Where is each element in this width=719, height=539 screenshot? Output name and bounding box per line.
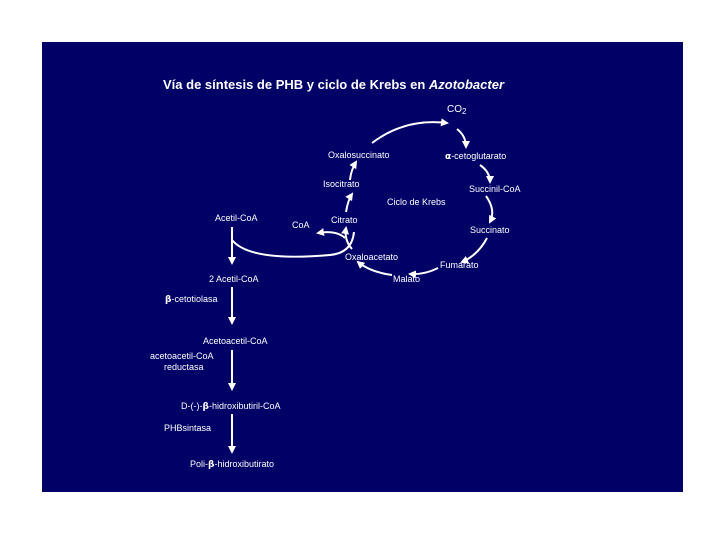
arrow-isocitrato-to-oxalosuccinato (349, 160, 358, 181)
label-cetotiolasa: β-cetotiolasa (165, 294, 218, 305)
label-citrato: Citrato (331, 215, 358, 225)
label-phb-sintasa: PHBsintasa (164, 423, 212, 433)
arrow-malato-to-oxaloacetato (356, 260, 393, 276)
arrow-oxaloacetato-to-citrato (341, 226, 353, 250)
organism-name: Azotobacter (428, 77, 505, 92)
label-cetoglutarato: α-cetoglutarato (445, 151, 507, 162)
label-acetil-coa: Acetil-CoA (215, 213, 258, 223)
label-succinil-coa: Succinil-CoA (469, 184, 521, 194)
label-hidroxibutiril-coa: D-(-)-β-hidroxibutiril-CoA (181, 401, 281, 412)
arrow-co2-to-cetoglutarato (456, 128, 470, 149)
label-2-acetil-coa: 2 Acetil-CoA (209, 274, 259, 284)
page-title: Vía de síntesis de PHB y ciclo de Krebs … (163, 77, 505, 92)
arrow-fumarato-to-malato (408, 267, 439, 279)
label-acetoacetil-coa: Acetoacetil-CoA (203, 336, 268, 346)
label-reductasa-line2: reductasa (164, 362, 204, 372)
arrow-coa-release (316, 228, 346, 239)
label-coa: CoA (292, 220, 310, 230)
label-co2: CO2 (447, 104, 467, 116)
label-succinato: Succinato (470, 225, 510, 235)
arrow-succinilcoa-to-succinato (485, 195, 497, 224)
label-reductasa-line1: acetoacetil-CoA (150, 351, 214, 361)
arrow-citrato-to-isocitrato (345, 192, 354, 213)
label-polihidroxibutirato: Poli-β-hidroxibutirato (190, 459, 274, 470)
label-fumarato: Fumarato (440, 260, 479, 270)
label-malato: Malato (393, 274, 421, 284)
label-isocitrato: Isocitrato (323, 179, 360, 189)
arrow-succinato-to-fumarato (460, 237, 488, 264)
arrow-cetoglutarato-to-succinilcoa (479, 164, 494, 184)
label-ciclo-de-krebs: Ciclo de Krebs (387, 197, 446, 207)
arrow-acetilcoa-to-cycle (231, 231, 355, 258)
label-oxalosuccinato: Oxalosuccinato (328, 150, 390, 160)
arrow-to-co2 (371, 118, 449, 144)
label-oxaloacetato: Oxaloacetato (345, 252, 399, 262)
